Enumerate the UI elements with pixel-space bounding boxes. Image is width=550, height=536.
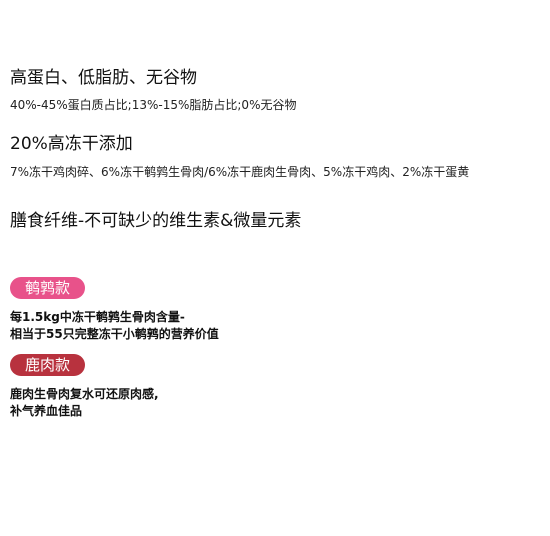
feature-title-freeze-dried: 20%高冻干添加	[10, 134, 133, 154]
venison-description: 鹿肉生骨肉复水可还原肉感, 补气养血佳品	[10, 386, 159, 420]
quail-desc-line: 每1.5kg中冻干鹌鹑生骨肉含量-	[10, 310, 185, 324]
badge-venison: 鹿肉款	[10, 354, 86, 376]
quail-desc-line: 相当于55只完整冻干小鹌鹑的营养价值	[10, 327, 219, 341]
feature-detail-ratios: 40%-45%蛋白质占比;13%-15%脂肪占比;0%无谷物	[10, 98, 297, 112]
quail-description: 每1.5kg中冻干鹌鹑生骨肉含量- 相当于55只完整冻干小鹌鹑的营养价值	[10, 309, 219, 343]
venison-desc-line: 补气养血佳品	[10, 404, 83, 418]
feature-title-high-protein: 高蛋白、低脂肪、无谷物	[10, 68, 197, 88]
badge-quail: 鹌鹑款	[10, 277, 86, 299]
feature-detail-ingredients: 7%冻干鸡肉碎、6%冻干鹌鹑生骨肉/6%冻干鹿肉生骨肉、5%冻干鸡肉、2%冻干蛋…	[10, 165, 470, 179]
venison-desc-line: 鹿肉生骨肉复水可还原肉感,	[10, 387, 159, 401]
feature-title-fiber: 膳食纤维-不可缺少的维生素&微量元素	[10, 211, 302, 231]
